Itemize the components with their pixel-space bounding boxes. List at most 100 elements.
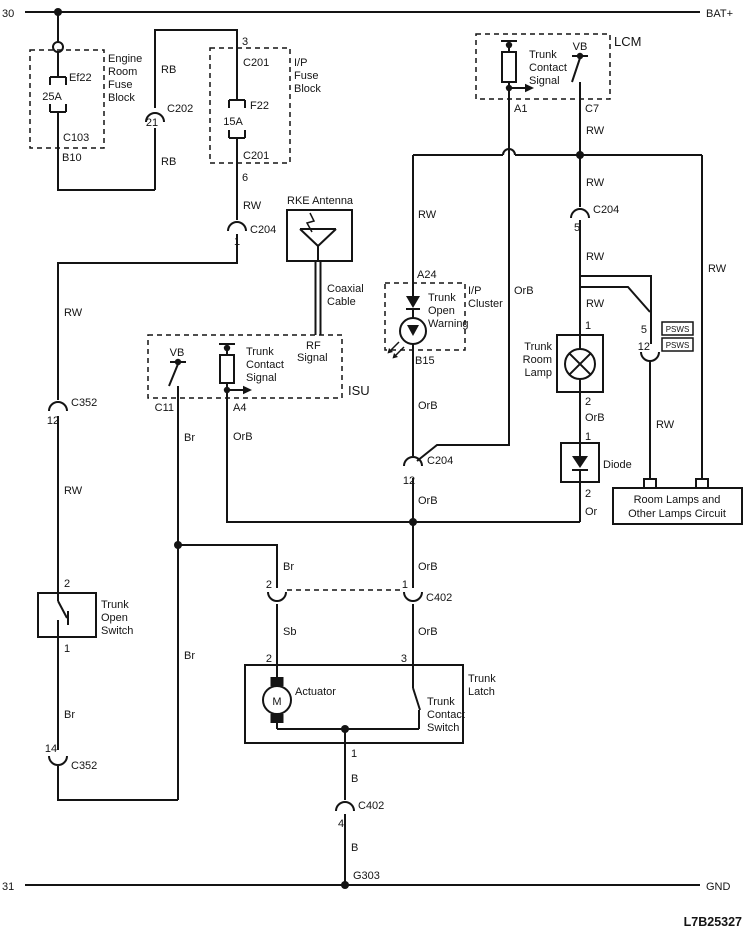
pin-label: B15 xyxy=(415,355,435,367)
warning-label-line: Trunk xyxy=(428,292,456,304)
pin-label: 3 xyxy=(401,653,407,665)
terminal-square xyxy=(643,478,657,489)
motor-letter: M xyxy=(272,696,281,708)
wire-color: Br xyxy=(184,650,195,662)
warning-label-line: Open xyxy=(428,305,455,317)
pin-label: 2 xyxy=(585,488,591,500)
signal-resistor-icon xyxy=(219,343,243,398)
ring-terminal-icon xyxy=(52,41,64,53)
component-title: RKE Antenna xyxy=(287,195,354,207)
wire-color: OrB xyxy=(233,431,253,443)
diode-component: 1 Diode 2 Or xyxy=(560,431,632,518)
connector-pin: 21 xyxy=(146,117,158,129)
antenna-icon xyxy=(299,228,337,247)
pin-label: A1 xyxy=(514,103,527,115)
lamp-icon xyxy=(564,348,596,380)
wire-color: RW xyxy=(243,200,262,212)
wire-color: B xyxy=(351,842,358,854)
actuator-label: Actuator xyxy=(295,686,336,698)
ground-path: B C402 4 B G303 xyxy=(338,773,384,882)
wire-color: RB xyxy=(161,156,176,168)
connector-pin: 5 xyxy=(574,222,580,234)
switch-label-line: Switch xyxy=(427,722,459,734)
pin-label: C7 xyxy=(585,103,599,115)
wire-color: RW xyxy=(708,263,727,275)
pin-label: 1 xyxy=(585,320,591,332)
fuse-id: Ef22 xyxy=(69,72,92,84)
component-title-line: Open xyxy=(101,612,128,624)
signal-arrow-icon xyxy=(525,83,534,93)
wire-color: RW xyxy=(586,125,605,137)
pin-label: C11 xyxy=(155,402,174,414)
trunk-latch-box xyxy=(244,664,464,744)
wire-color: OrB xyxy=(418,626,438,638)
component-title-line: Trunk xyxy=(524,341,552,353)
c204-connectors: RW C204 5 RW RW C204 12 OrB OrB xyxy=(403,177,619,573)
connector-name: C204 xyxy=(427,455,453,467)
connector-label: C103 xyxy=(63,132,89,144)
fuse-ef22-icon xyxy=(49,76,67,113)
component-title-line: Latch xyxy=(468,686,495,698)
connector-name: C352 xyxy=(71,397,97,409)
connector-pin: 1 xyxy=(234,236,240,248)
component-title-line: Switch xyxy=(101,625,133,637)
wire-color: Sb xyxy=(283,626,296,638)
connector-pin: 5 xyxy=(641,324,647,336)
trunk-open-switch-box xyxy=(37,592,97,638)
rf-label-line: Signal xyxy=(297,352,328,364)
cluster-title-line: I/P xyxy=(468,285,481,297)
module-name: LCM xyxy=(614,34,641,49)
rail-labels: 30 BAT+ 31 GND L7B25327 xyxy=(2,8,742,929)
vb-switch-icon xyxy=(168,361,186,398)
psws-tag: PSWS xyxy=(666,325,690,334)
wire-color: OrB xyxy=(418,400,438,412)
trunk-room-lamp: 1 Trunk Room Lamp 2 OrB xyxy=(523,320,605,424)
lamp-ray-icon xyxy=(390,341,405,356)
rf-label-line: RF xyxy=(306,340,321,352)
signal-label-line: Trunk xyxy=(529,49,557,61)
pin-label: 2 xyxy=(585,396,591,408)
connector-c402-top: Br 2 1 C402 Sb OrB Br xyxy=(184,561,452,662)
pin-label: B10 xyxy=(62,152,82,164)
wire-color: RW xyxy=(64,485,83,497)
cluster-title-line: Cluster xyxy=(468,298,503,310)
ip-cluster: RW A24 I/P Cluster Trunk Open Warning B1… xyxy=(384,209,503,412)
wire-color: B xyxy=(351,773,358,785)
component-title-line: Lamp xyxy=(524,367,552,379)
connector-pin: 12 xyxy=(403,475,415,487)
connector-name: C202 xyxy=(167,103,193,115)
fuse-rating: 15A xyxy=(223,116,243,128)
pin-label: 1 xyxy=(64,643,70,655)
wire-color: RW xyxy=(418,209,437,221)
engine-room-fuse-block: 25A Ef22 Engine Room Fuse Block C103 B10 xyxy=(29,49,142,164)
warning-lamp-icon xyxy=(399,317,427,345)
wire-color: RW xyxy=(586,177,605,189)
pin-label: 6 xyxy=(242,172,248,184)
signal-label-line: Contact xyxy=(246,359,284,371)
component-title-line: Other Lamps Circuit xyxy=(628,508,726,520)
component-title-line: Room Lamps and xyxy=(634,494,721,506)
wire-color: Br xyxy=(184,432,195,444)
vb-label: VB xyxy=(170,347,185,359)
diode-icon xyxy=(406,296,420,308)
connector-name: C402 xyxy=(426,592,452,604)
wire-color: OrB xyxy=(418,561,438,573)
left-branch: RW C352 12 RW 2 Trunk Open Switch 1 Br 1… xyxy=(37,307,133,772)
isu-module: ISU VB Trunk Contact Signal RF Signal C1… xyxy=(147,334,370,444)
block-title-line: Fuse xyxy=(108,79,132,91)
terminal-square xyxy=(695,478,709,489)
wire-color: OrB xyxy=(418,495,438,507)
antenna-signal-icon xyxy=(305,212,316,233)
psws-tag-box xyxy=(661,321,694,336)
block-title-line: I/P xyxy=(294,57,307,69)
component-title: Diode xyxy=(603,459,632,471)
cable-label-line: Coaxial xyxy=(327,283,364,295)
connector-pin: 14 xyxy=(45,743,57,755)
connector-label: C201 xyxy=(243,57,269,69)
signal-label-line: Trunk xyxy=(246,346,274,358)
psws-tag-box xyxy=(661,337,694,352)
wire-color: RB xyxy=(161,64,176,76)
switch-label-line: Contact xyxy=(427,709,465,721)
